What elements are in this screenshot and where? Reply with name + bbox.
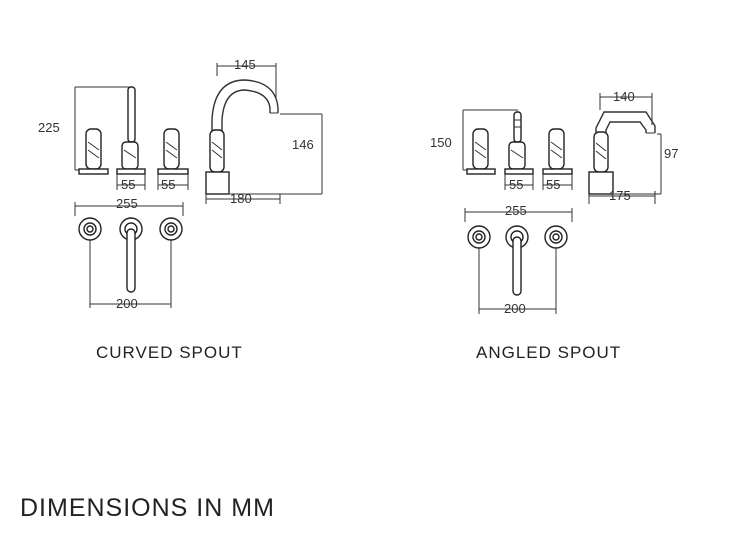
angled-central-lever	[504, 111, 534, 175]
angled-height-label: 150	[430, 135, 452, 150]
curved-height-label: 225	[38, 120, 60, 135]
curved-spout-plan: 255 200	[74, 196, 184, 311]
angled-spout-height-label: 97	[664, 146, 678, 161]
curved-spout	[205, 79, 279, 195]
angled-spout-elevation: 150 55 55	[430, 89, 678, 204]
curved-plate-centers: 200	[116, 296, 138, 311]
curved-central-lever	[116, 86, 146, 175]
angled-spout	[588, 111, 656, 195]
curved-spacing-right: 55	[161, 177, 175, 192]
curved-left-handle	[78, 128, 109, 175]
curved-spout-caption: CURVED SPOUT	[96, 343, 243, 362]
angled-spacing-right: 55	[546, 177, 560, 192]
angled-left-handle	[466, 128, 496, 175]
angled-plate-width: 255	[505, 203, 527, 218]
curved-right-handle	[157, 128, 189, 175]
angled-base-label: 175	[609, 188, 631, 203]
curved-spacing-left: 55	[121, 177, 135, 192]
dimensions-note: DIMENSIONS IN MM	[20, 494, 275, 522]
angled-spout-caption: ANGLED SPOUT	[476, 343, 622, 362]
curved-spout-height-label: 146	[292, 137, 314, 152]
angled-reach-label: 140	[613, 89, 635, 104]
angled-right-handle	[542, 128, 573, 175]
angled-spacing-left: 55	[509, 177, 523, 192]
angled-spout-plan: 255 200	[464, 203, 573, 316]
curved-base-label: 180	[230, 191, 252, 206]
curved-spout-elevation: 225 55 55	[38, 57, 323, 206]
curved-reach-label: 145	[234, 57, 256, 72]
angled-plate-centers: 200	[504, 301, 526, 316]
curved-plate-width: 255	[116, 196, 138, 211]
